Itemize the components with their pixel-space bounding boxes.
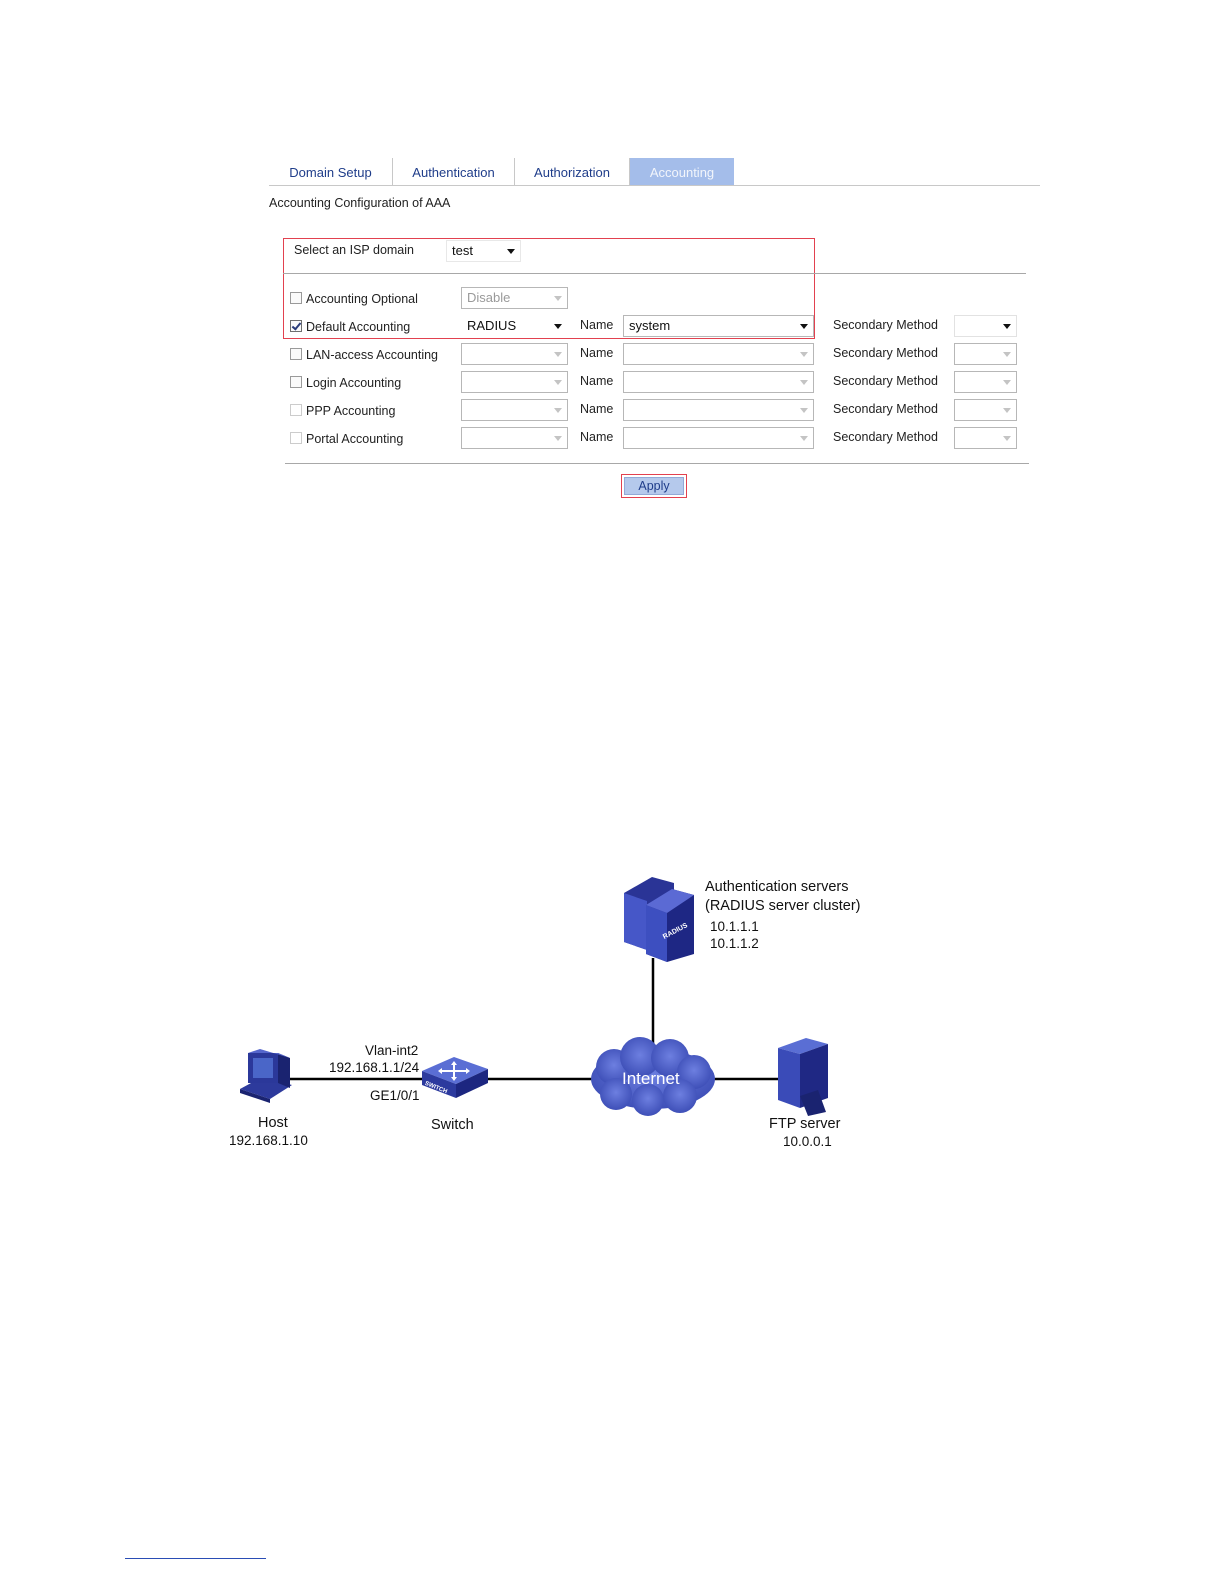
portal-accounting-name-select[interactable] (623, 427, 814, 449)
default-accounting-secondary-label: Secondary Method (833, 318, 938, 332)
login-accounting-label: Login Accounting (306, 376, 402, 390)
ppp-accounting-name-label: Name (580, 402, 614, 416)
chevron-down-icon (800, 408, 808, 413)
ftp-server-ip-label: 10.0.0.1 (783, 1134, 832, 1149)
auth-servers-subtitle: (RADIUS server cluster) (705, 898, 861, 914)
isp-domain-label: Select an ISP domain (294, 243, 414, 257)
highlight-box (283, 238, 815, 339)
accounting-optional-label: Accounting Optional (306, 292, 418, 306)
ppp-accounting-label: PPP Accounting (306, 404, 396, 418)
chevron-down-icon (1003, 436, 1011, 441)
vlan-interface-label: Vlan-int2 (365, 1043, 419, 1058)
tab-authorization[interactable]: Authorization (515, 158, 630, 185)
login-accounting-checkbox[interactable] (290, 376, 302, 388)
chevron-down-icon (800, 352, 808, 357)
login-accounting-name-label: Name (580, 374, 614, 388)
divider (283, 273, 1026, 274)
default-accounting-secondary-select[interactable] (954, 315, 1017, 337)
chevron-down-icon (1003, 408, 1011, 413)
host-computer-icon (240, 1049, 292, 1103)
isp-domain-value: test (452, 243, 473, 258)
lan-access-accounting-secondary-label: Secondary Method (833, 346, 938, 360)
default-accounting-name-label: Name (580, 318, 614, 332)
switch-port-label: GE1/0/1 (370, 1088, 420, 1103)
default-accounting-name-value: system (629, 318, 671, 333)
ppp-accounting-secondary-select[interactable] (954, 399, 1017, 421)
chevron-down-icon (554, 380, 562, 385)
lan-access-accounting-method-select[interactable] (461, 343, 568, 365)
portal-accounting-checkbox[interactable] (290, 432, 302, 444)
lan-access-accounting-name-select[interactable] (623, 343, 814, 365)
default-accounting-label: Default Accounting (306, 320, 411, 334)
ftp-server-icon (778, 1038, 828, 1116)
host-ip-label: 192.168.1.10 (229, 1133, 308, 1148)
ppp-accounting-name-select[interactable] (623, 399, 814, 421)
chevron-down-icon (800, 380, 808, 385)
chevron-down-icon (1003, 352, 1011, 357)
login-accounting-method-select[interactable] (461, 371, 568, 393)
isp-domain-select[interactable]: test (446, 240, 521, 262)
chevron-down-icon (1003, 380, 1011, 385)
chevron-down-icon (800, 324, 808, 329)
page-title: Accounting Configuration of AAA (269, 196, 451, 210)
default-accounting-method-value: RADIUS (467, 318, 517, 333)
accounting-optional-checkbox[interactable] (290, 292, 302, 304)
portal-accounting-secondary-label: Secondary Method (833, 430, 938, 444)
switch-icon (422, 1057, 488, 1098)
auth-server-ip-1: 10.1.1.1 (710, 919, 759, 934)
portal-accounting-name-label: Name (580, 430, 614, 444)
ppp-accounting-secondary-label: Secondary Method (833, 402, 938, 416)
auth-servers-title: Authentication servers (705, 879, 849, 895)
divider (285, 463, 1029, 464)
chevron-down-icon (554, 408, 562, 413)
default-accounting-checkbox[interactable] (290, 320, 302, 332)
internet-label: Internet (622, 1069, 680, 1088)
chevron-down-icon (507, 249, 515, 254)
default-accounting-method-select[interactable]: RADIUS (461, 315, 568, 337)
default-accounting-name-select[interactable]: system (623, 315, 814, 337)
lan-access-accounting-name-label: Name (580, 346, 614, 360)
login-accounting-secondary-select[interactable] (954, 371, 1017, 393)
portal-accounting-label: Portal Accounting (306, 432, 404, 446)
accounting-optional-value: Disable (467, 290, 511, 305)
vlan-ip-label: 192.168.1.1/24 (329, 1060, 420, 1075)
portal-accounting-secondary-select[interactable] (954, 427, 1017, 449)
ftp-server-label: FTP server (769, 1116, 841, 1132)
portal-accounting-method-select[interactable] (461, 427, 568, 449)
apply-button[interactable]: Apply (624, 477, 684, 495)
chevron-down-icon (554, 352, 562, 357)
tab-accounting[interactable]: Accounting (630, 158, 734, 185)
radius-server-icon (624, 877, 694, 962)
ppp-accounting-checkbox[interactable] (290, 404, 302, 416)
lan-access-accounting-label: LAN-access Accounting (306, 348, 439, 362)
chevron-down-icon (1003, 324, 1011, 329)
ppp-accounting-method-select[interactable] (461, 399, 568, 421)
switch-label: Switch (431, 1117, 474, 1133)
lan-access-accounting-checkbox[interactable] (290, 348, 302, 360)
chevron-down-icon (554, 296, 562, 301)
host-label: Host (258, 1115, 288, 1131)
accounting-optional-select[interactable]: Disable (461, 287, 568, 309)
chevron-down-icon (800, 436, 808, 441)
lan-access-accounting-secondary-select[interactable] (954, 343, 1017, 365)
network-diagram (240, 877, 828, 1116)
tab-authentication[interactable]: Authentication (393, 158, 515, 185)
chevron-down-icon (554, 324, 562, 329)
footnote-rule (125, 1558, 266, 1559)
auth-server-ip-2: 10.1.1.2 (710, 936, 759, 951)
chevron-down-icon (554, 436, 562, 441)
apply-button-highlight: Apply (621, 474, 687, 498)
login-accounting-name-select[interactable] (623, 371, 814, 393)
internet-cloud-icon (591, 1037, 715, 1116)
tab-domain-setup[interactable]: Domain Setup (269, 158, 393, 185)
login-accounting-secondary-label: Secondary Method (833, 374, 938, 388)
tab-bar: Domain Setup Authentication Authorizatio… (269, 158, 1040, 186)
